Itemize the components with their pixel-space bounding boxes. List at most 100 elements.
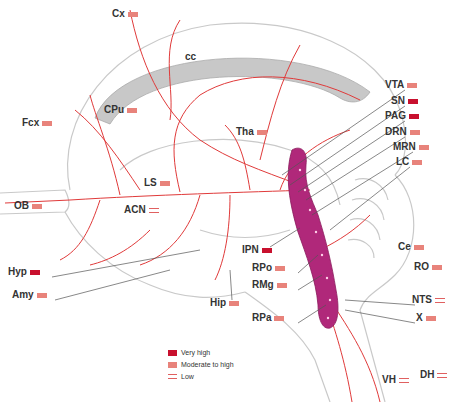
level-marker — [257, 130, 267, 135]
leader-line — [312, 152, 413, 215]
leader-line — [52, 250, 200, 277]
region-label: LS — [144, 177, 157, 189]
legend-text: Low — [181, 372, 194, 381]
cerebellum-outline — [360, 175, 414, 402]
region-label: RMg — [252, 279, 274, 291]
region-label-group: DRN — [385, 126, 420, 138]
region-label-group: Fcx — [22, 117, 52, 129]
region-label: Cx — [112, 8, 125, 20]
region-label-group: Tha — [236, 126, 267, 138]
region-label-group: VTA — [385, 79, 417, 91]
region-label: CPu — [104, 104, 124, 116]
ventral-outline — [65, 212, 245, 297]
region-label-group: Ce — [398, 241, 424, 253]
cortex-outline — [68, 23, 406, 190]
region-label-group: cc — [185, 51, 196, 63]
level-marker — [414, 245, 424, 250]
legend-line-sample — [168, 374, 177, 379]
leader-line — [330, 167, 410, 230]
region-label: RPo — [252, 262, 272, 274]
level-marker — [274, 316, 284, 321]
region-label: VTA — [385, 79, 404, 91]
level-marker — [410, 130, 420, 135]
level-marker — [426, 316, 436, 321]
region-label: Fcx — [22, 117, 39, 129]
level-marker — [160, 181, 170, 186]
region-label-group: DH — [420, 369, 447, 381]
region-label: Amy — [12, 289, 34, 301]
legend-swatch — [168, 350, 177, 356]
region-label-group: Hyp — [8, 266, 40, 278]
cerebellar-folia — [348, 179, 388, 258]
legend-row: Very high — [168, 348, 210, 357]
projection-fiber — [260, 45, 300, 160]
region-label-group: CPu — [104, 104, 137, 116]
region-label-group: Hip — [210, 297, 239, 309]
level-marker — [407, 83, 417, 88]
region-label-group: PAG — [385, 110, 419, 122]
level-marker — [37, 293, 47, 298]
level-marker — [128, 12, 138, 17]
region-label: PAG — [385, 110, 406, 122]
level-marker — [277, 283, 287, 288]
region-label: VH — [382, 374, 396, 386]
region-label: DRN — [385, 126, 407, 138]
region-label-group: NTS — [412, 294, 445, 306]
level-marker — [437, 373, 447, 378]
region-label-group: VH — [382, 374, 409, 386]
region-label: IPN — [242, 244, 259, 256]
region-label: cc — [185, 51, 196, 63]
region-label: ACN — [124, 204, 146, 216]
region-label-group: SN — [391, 95, 418, 107]
region-label-group: RO — [414, 261, 442, 273]
level-marker — [262, 248, 272, 253]
region-label: Hip — [210, 297, 226, 309]
region-label: LC — [396, 156, 409, 168]
legend-row: Moderate to high — [168, 360, 234, 369]
region-label-group: Cx — [112, 8, 138, 20]
region-label: MRN — [393, 141, 416, 153]
level-marker — [229, 301, 239, 306]
legend-text: Moderate to high — [181, 360, 234, 369]
level-marker — [409, 114, 419, 119]
region-label: RO — [414, 261, 429, 273]
leader-line — [298, 255, 318, 273]
level-marker — [412, 160, 422, 165]
leader-line — [270, 228, 300, 247]
region-label-group: RPo — [252, 262, 285, 274]
region-label-group: RMg — [252, 279, 287, 291]
level-marker — [435, 298, 445, 303]
corpus-callosum — [95, 58, 370, 124]
region-label: DH — [420, 369, 434, 381]
projection-fiber — [60, 200, 100, 260]
region-label-group: LS — [144, 177, 170, 189]
leader-line — [290, 106, 405, 185]
region-label-group: LC — [396, 156, 422, 168]
inner-outline — [200, 230, 290, 238]
region-label: OB — [14, 200, 29, 212]
brainstem-ventral — [245, 292, 330, 402]
region-label-group: RPa — [252, 312, 284, 324]
legend-row: Low — [168, 372, 194, 381]
level-marker — [432, 265, 442, 270]
projection-fiber — [130, 10, 300, 185]
level-marker — [32, 204, 42, 209]
projection-fiber — [320, 215, 370, 250]
leader-line — [306, 137, 405, 200]
legend-swatch — [168, 362, 177, 368]
region-label-group: OB — [14, 200, 42, 212]
projection-fiber — [140, 195, 200, 265]
projection-fiber — [215, 195, 230, 280]
level-marker — [127, 108, 137, 113]
leader-line — [345, 300, 415, 305]
region-label: RPa — [252, 312, 271, 324]
projection-trunk — [5, 190, 310, 203]
raphe-nuclei — [288, 148, 338, 328]
level-marker — [419, 145, 429, 150]
region-label-group: IPN — [242, 244, 272, 256]
region-label: SN — [391, 95, 405, 107]
leader-line — [230, 270, 232, 300]
legend-text: Very high — [181, 348, 210, 357]
